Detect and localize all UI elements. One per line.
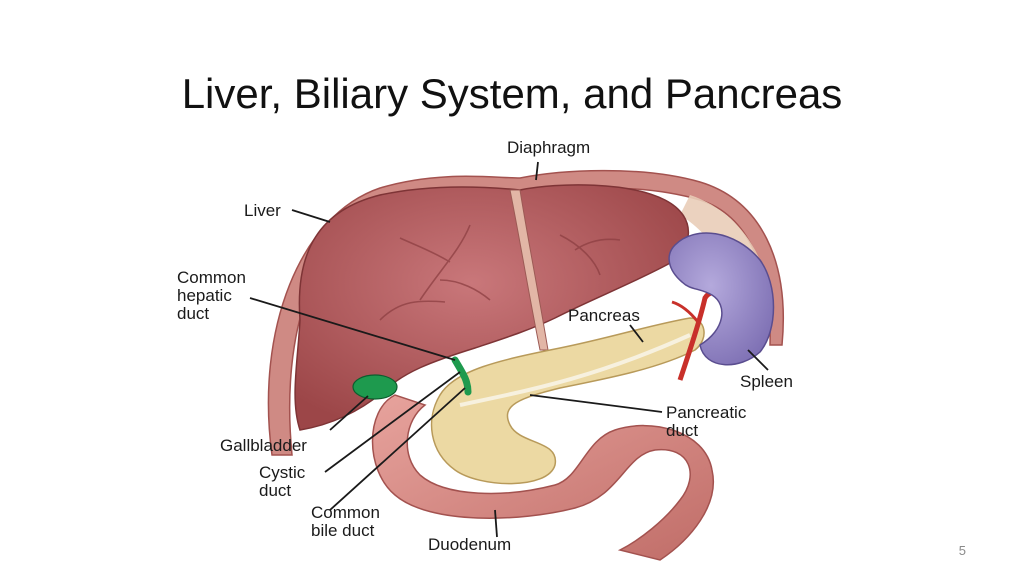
label-cystic-duct-1: Cystic — [259, 463, 306, 482]
liver-vessels — [379, 224, 621, 321]
label-pancreatic-duct-1: Pancreatic — [666, 403, 747, 422]
label-pancreatic-duct-2: duct — [666, 421, 698, 440]
duodenum-shape — [371, 394, 715, 561]
slide-title: Liver, Biliary System, and Pancreas — [181, 70, 843, 117]
label-gallbladder: Gallbladder — [220, 436, 307, 455]
label-spleen: Spleen — [740, 372, 793, 391]
bile-duct-shape — [451, 356, 472, 396]
label-common-hepatic-duct-3: duct — [177, 304, 209, 323]
label-cystic-duct-2: duct — [259, 481, 291, 500]
pancreatic-duct-shape — [459, 333, 691, 407]
label-common-hepatic-duct-2: hepatic — [177, 286, 232, 305]
liver-shape — [294, 184, 690, 431]
spleen-shape — [668, 232, 775, 366]
label-common-bile-duct-1: Common — [311, 503, 380, 522]
page-number: 5 — [958, 543, 966, 558]
splenic-artery-branch — [671, 300, 700, 323]
leader-lines — [249, 161, 769, 538]
label-pancreas: Pancreas — [568, 306, 640, 325]
label-common-bile-duct-2: bile duct — [311, 521, 375, 540]
label-common-hepatic-duct-1: Common — [177, 268, 246, 287]
gallbladder-shape — [352, 374, 398, 400]
label-liver: Liver — [244, 201, 281, 220]
label-diaphragm: Diaphragm — [507, 138, 590, 157]
label-duodenum: Duodenum — [428, 535, 511, 554]
